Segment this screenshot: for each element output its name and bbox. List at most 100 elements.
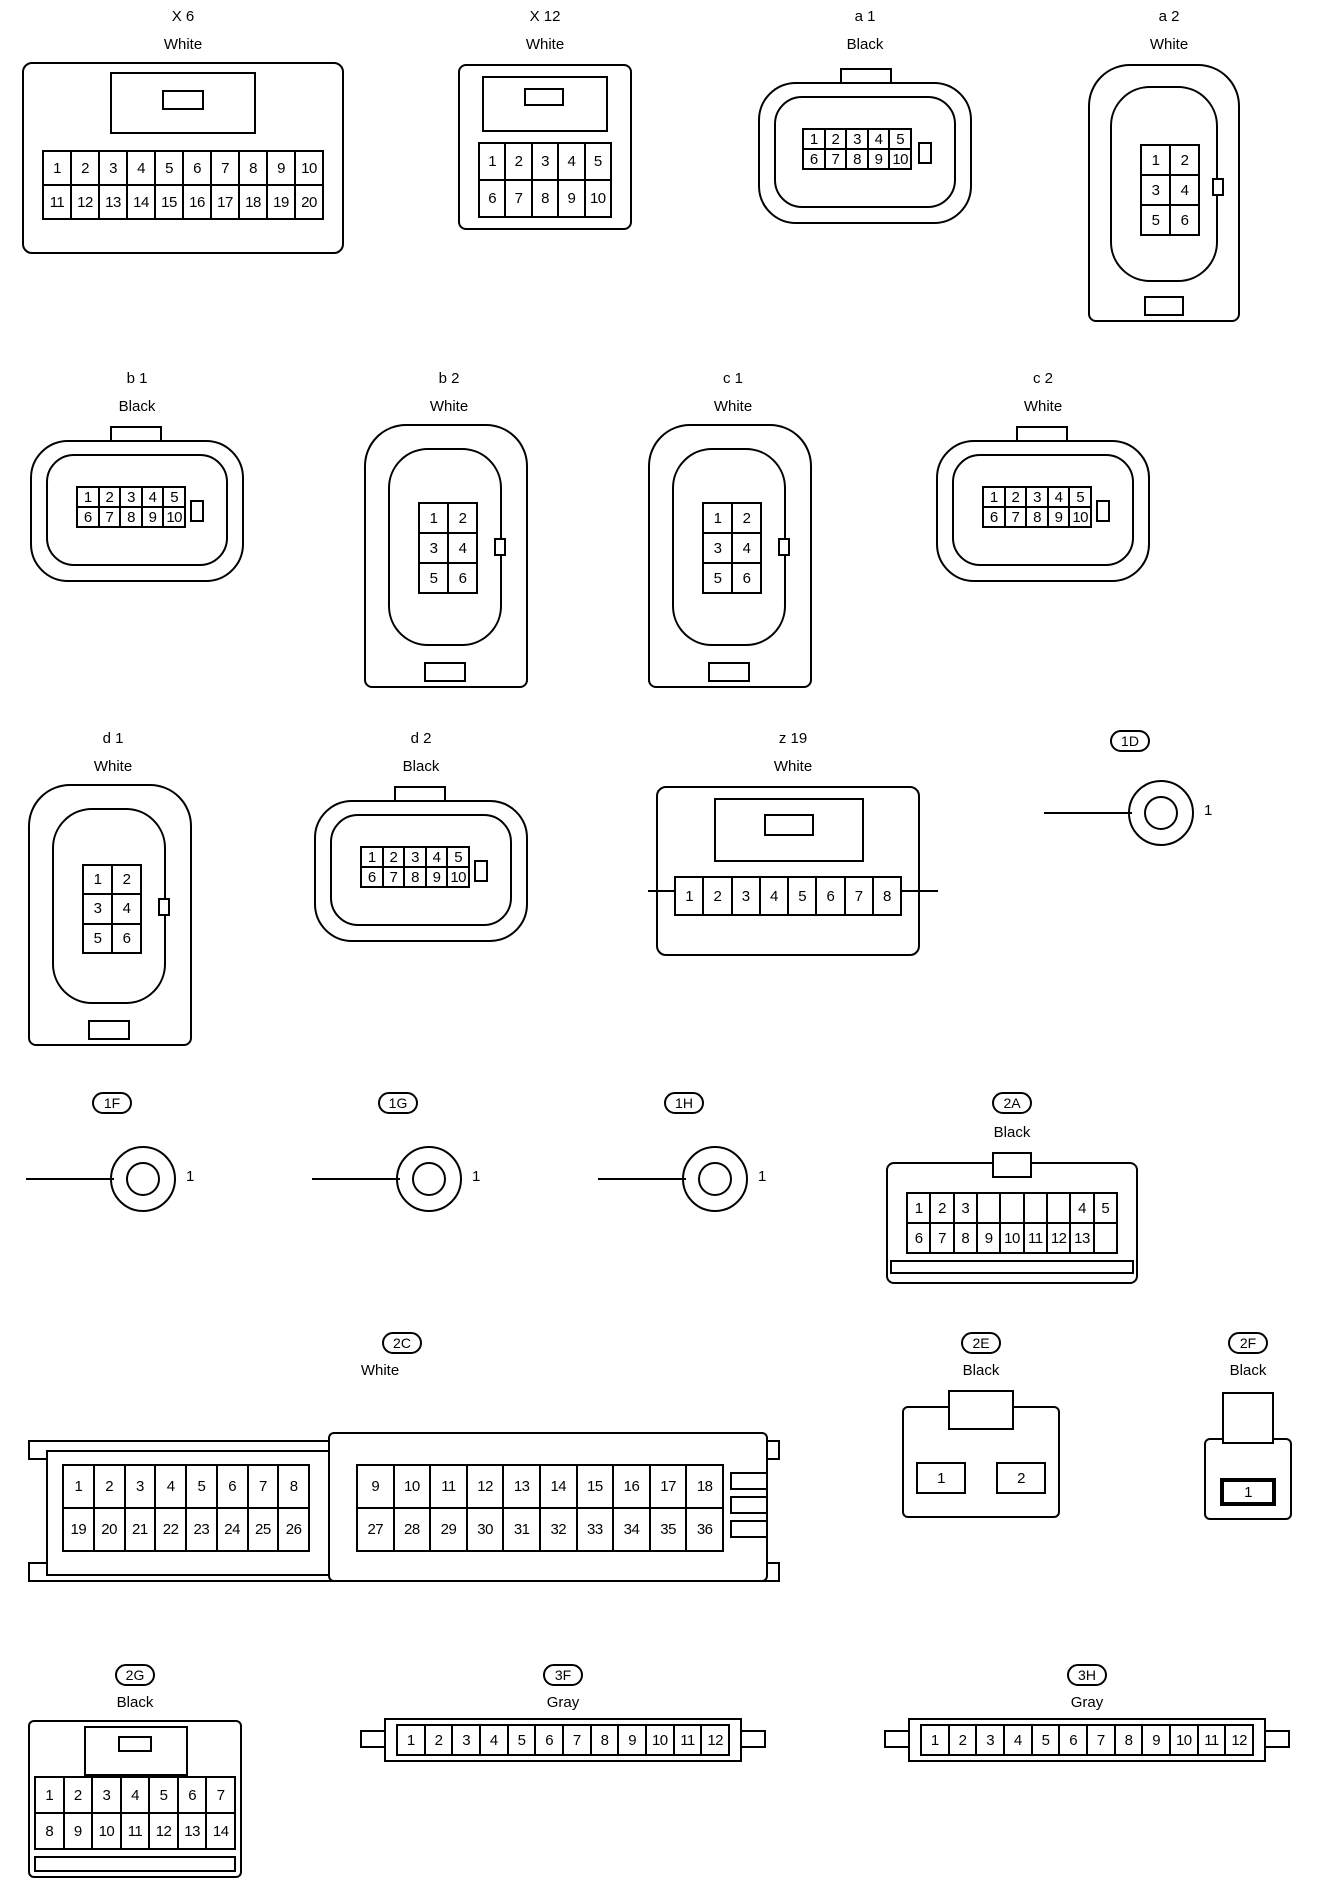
pin-6: 6 — [1060, 1726, 1086, 1754]
connector-code: b 2 — [438, 370, 460, 387]
pin-7: 7 — [248, 1466, 278, 1507]
pin-13: 13 — [100, 186, 126, 218]
pin-6: 6 — [804, 150, 824, 168]
pin-12: 12 — [72, 186, 98, 218]
connector-color: Black — [118, 398, 156, 415]
pin-11: 11 — [431, 1466, 466, 1507]
pin-2: 2 — [113, 866, 140, 894]
connector-code: z 19 — [778, 730, 808, 747]
connector-color: White — [1023, 398, 1063, 415]
pin-6: 6 — [78, 508, 98, 526]
connector-seal — [330, 814, 512, 926]
pin-12: 12 — [1048, 1224, 1070, 1252]
pin-23: 23 — [187, 1509, 216, 1550]
pin-3: 3 — [1027, 488, 1047, 506]
pin-8: 8 — [279, 1466, 308, 1507]
pin-10: 10 — [890, 150, 910, 168]
terminal-hole — [698, 1162, 732, 1196]
pin-4: 4 — [426, 848, 447, 866]
pin-8: 8 — [591, 1726, 618, 1754]
pin-6: 6 — [184, 152, 210, 184]
connector-color: Gray — [1070, 1694, 1104, 1711]
pin-1: 1 — [44, 152, 70, 184]
pin-2: 2 — [825, 130, 846, 148]
pin-6: 6 — [733, 564, 760, 592]
connector-seal — [774, 96, 956, 208]
pin-blank — [1001, 1194, 1023, 1222]
pin-8: 8 — [847, 150, 867, 168]
connector-key — [474, 860, 488, 882]
pin-12: 12 — [1226, 1726, 1252, 1754]
pin-18: 18 — [687, 1466, 722, 1507]
connector-lock — [110, 72, 256, 134]
pin-3: 3 — [125, 1466, 155, 1507]
terminal-pin: 1 — [186, 1168, 195, 1185]
pin-4: 4 — [733, 534, 760, 562]
pin-15: 15 — [156, 186, 182, 218]
pin-5: 5 — [789, 878, 816, 914]
terminal-hole — [1144, 796, 1178, 830]
pin-2: 2 — [931, 1194, 953, 1222]
connector-latch — [708, 662, 750, 682]
pin-9: 9 — [619, 1726, 645, 1754]
terminal-wire — [598, 1178, 686, 1180]
pin-2: 2 — [99, 488, 120, 506]
pin-5: 5 — [585, 144, 610, 179]
pin-4: 4 — [449, 534, 476, 562]
connector-key — [158, 898, 170, 916]
pin-2: 2 — [449, 504, 476, 532]
pin-4: 4 — [113, 895, 140, 923]
pin-7: 7 — [1005, 508, 1026, 526]
connector-latch — [992, 1152, 1032, 1178]
connector-code: X 12 — [529, 8, 561, 25]
pin-6: 6 — [449, 564, 476, 592]
pin-3: 3 — [121, 488, 141, 506]
pin-4: 4 — [1004, 1726, 1031, 1754]
pin-10: 10 — [164, 508, 184, 526]
connector-latch — [948, 1390, 1014, 1430]
pin-blank — [1024, 1194, 1046, 1222]
pin-10: 10 — [394, 1466, 430, 1507]
pin-5: 5 — [448, 848, 468, 866]
pin-1: 1 — [64, 1466, 93, 1507]
connector-key — [494, 538, 506, 556]
connector-key — [778, 538, 790, 556]
pin-1: 1 — [362, 848, 382, 866]
pin-4: 4 — [1048, 488, 1069, 506]
pin-10: 10 — [646, 1726, 673, 1754]
terminal-code: 1G — [378, 1092, 418, 1114]
pin-1: 1 — [36, 1778, 63, 1812]
pin-blank — [978, 1194, 1000, 1222]
pin-5: 5 — [704, 564, 731, 592]
terminal-wire — [1044, 812, 1132, 814]
pin-12: 12 — [150, 1814, 177, 1848]
pin-6: 6 — [178, 1778, 206, 1812]
pin-10: 10 — [1001, 1224, 1023, 1252]
pin-4: 4 — [480, 1726, 507, 1754]
connector-code: c 1 — [722, 370, 743, 387]
connector-latch — [162, 90, 204, 110]
connector-key — [190, 500, 204, 522]
pin-4: 4 — [868, 130, 889, 148]
pin-4: 4 — [559, 144, 584, 179]
pin-31: 31 — [504, 1509, 539, 1550]
pin-11: 11 — [121, 1814, 149, 1848]
pin-4: 4 — [1171, 176, 1198, 204]
connector-color: Black — [116, 1694, 154, 1711]
pin-6: 6 — [984, 508, 1004, 526]
pin-1: 1 — [916, 1462, 966, 1494]
connector-code: 2E — [961, 1332, 1001, 1354]
pin-10: 10 — [1170, 1726, 1197, 1754]
terminal-ring — [682, 1146, 748, 1212]
pin-7: 7 — [931, 1224, 953, 1252]
pin-2: 2 — [506, 144, 531, 179]
